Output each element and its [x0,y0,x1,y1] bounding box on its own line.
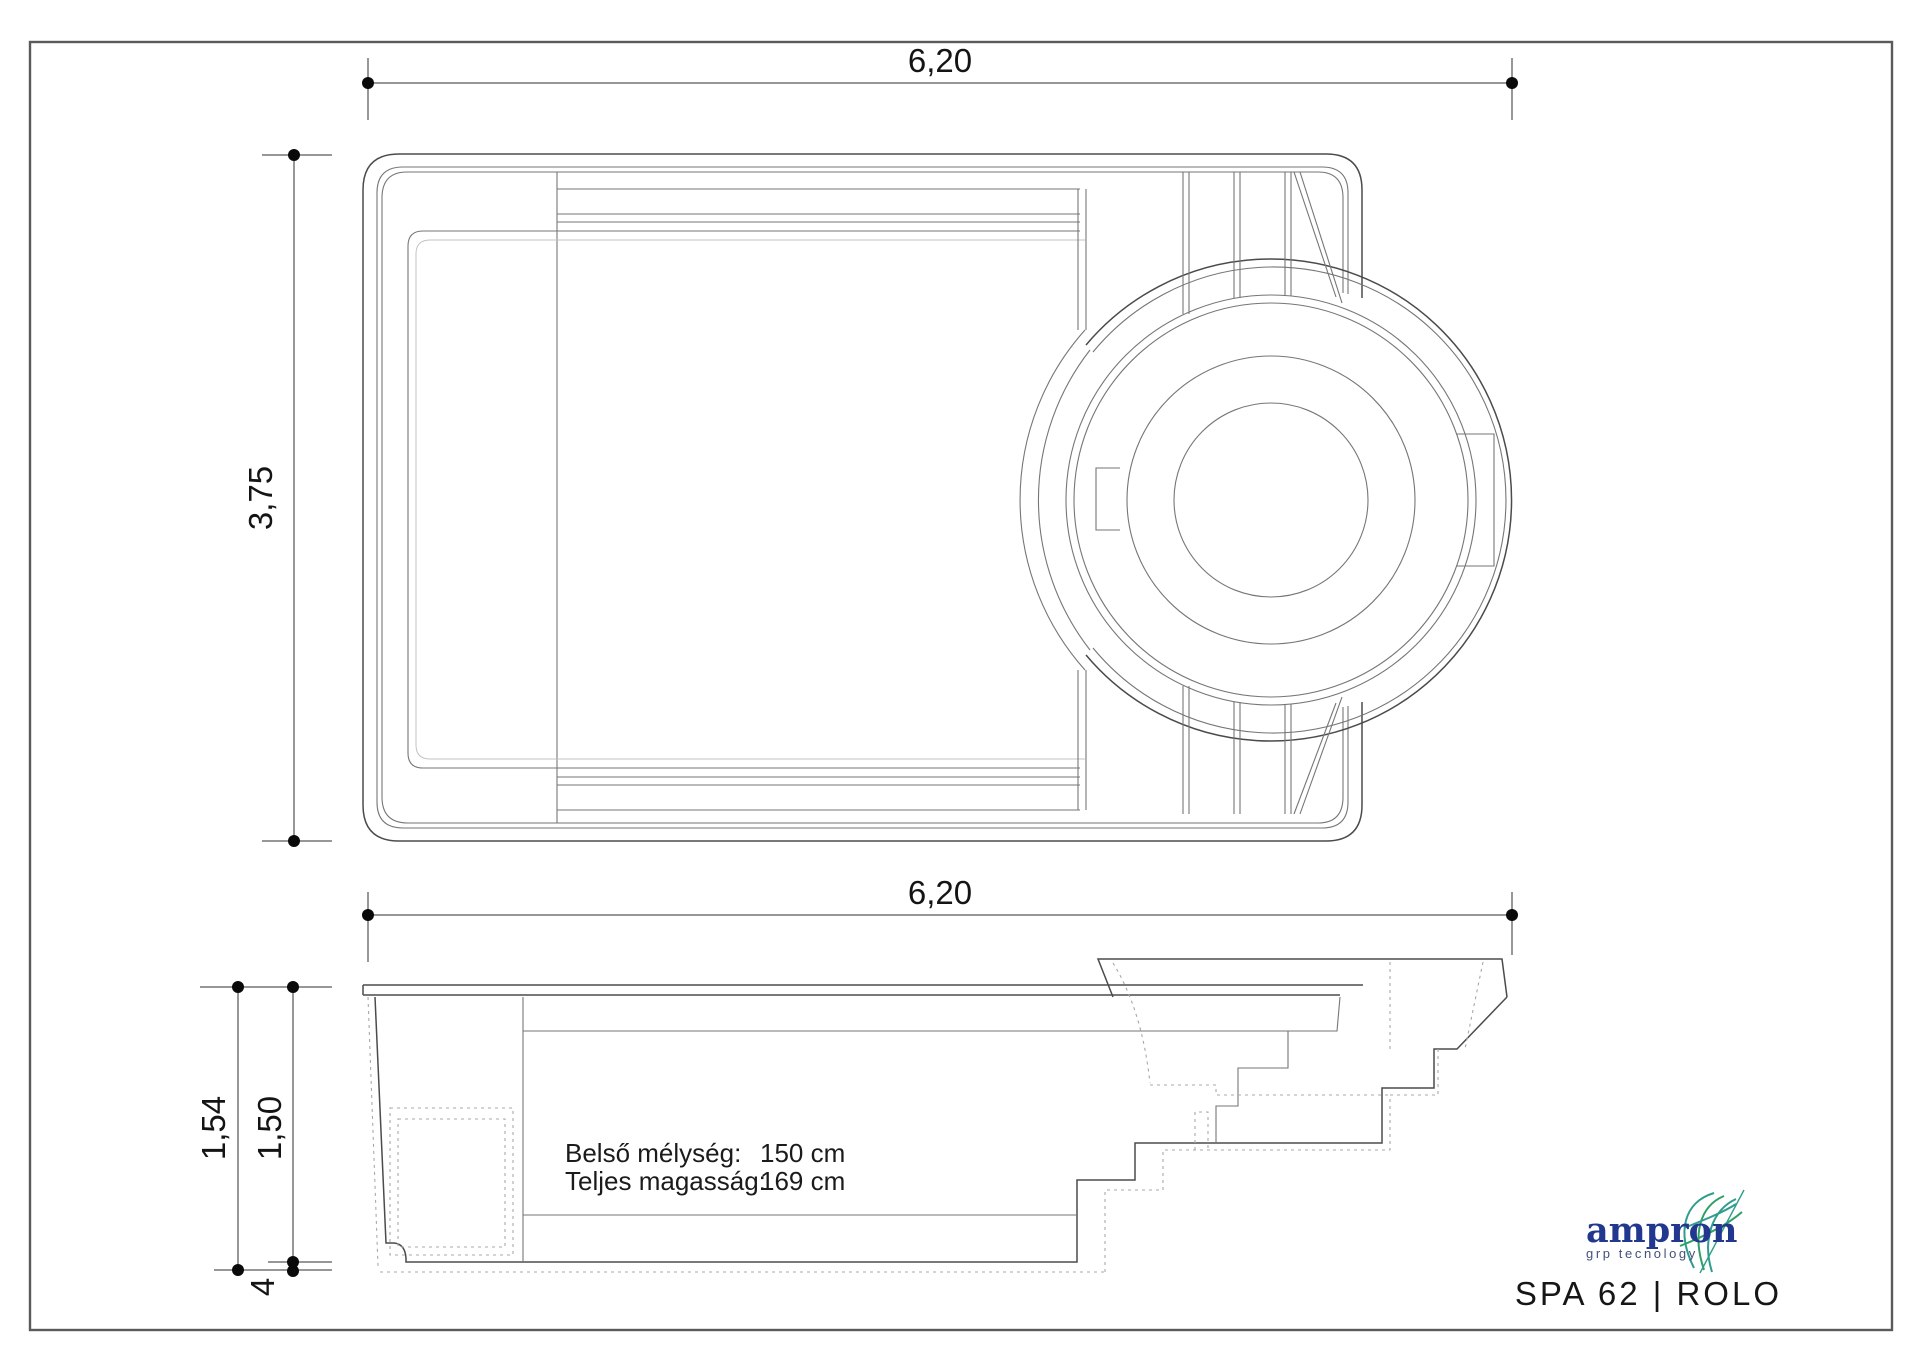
product-title: SPA 62 | ROLO [1515,1275,1782,1312]
spec-row-depth-value: 150 cm [760,1138,845,1168]
brand-name: ampron [1586,1210,1737,1251]
plan-width-label: 6,20 [908,42,972,79]
plan-crescent-bench [1019,329,1086,671]
spec-table: Belső mélység: 150 cm Teljes magasság: 1… [565,1138,845,1196]
title-block: ampron grp tecnology SPA 62 | ROLO [1515,1189,1782,1312]
side-length-label: 6,20 [908,874,972,911]
side-dimension-heights: 1,54 1,50 4 [195,981,332,1296]
side-view: 6,20 1,54 1,50 4 [195,874,1518,1296]
side-spa-rim [1096,958,1508,998]
side-profile [362,958,1508,1263]
side-base-label: 4 [244,1278,281,1296]
plan-fan-steps-top [1182,171,1343,314]
plan-spa-circle [1019,171,1513,815]
plan-dimension-width: 6,20 [362,42,1518,120]
side-inner-depth-label: 1,50 [251,1096,288,1160]
plan-view: 6,20 3,75 [242,42,1518,847]
globe-icon [1679,1189,1745,1274]
plan-right-tab [1456,433,1495,567]
spec-row-height-label: Teljes magasság: [565,1166,766,1196]
plan-left-tab [1095,467,1120,531]
plan-dimension-height: 3,75 [242,149,332,847]
plan-pool-outline [362,153,1363,842]
plan-height-label: 3,75 [242,466,279,530]
side-total-height-label: 1,54 [195,1096,232,1160]
side-hidden-lines [367,961,1484,1273]
brand-tagline: grp tecnology [1586,1246,1698,1261]
spec-row-depth-label: Belső mélység: [565,1138,741,1168]
sheet-border [28,40,1894,1332]
plan-fan-steps-bottom [1182,686,1343,815]
side-dimension-length: 6,20 [362,874,1518,962]
spec-row-height-value: 169 cm [760,1166,845,1196]
